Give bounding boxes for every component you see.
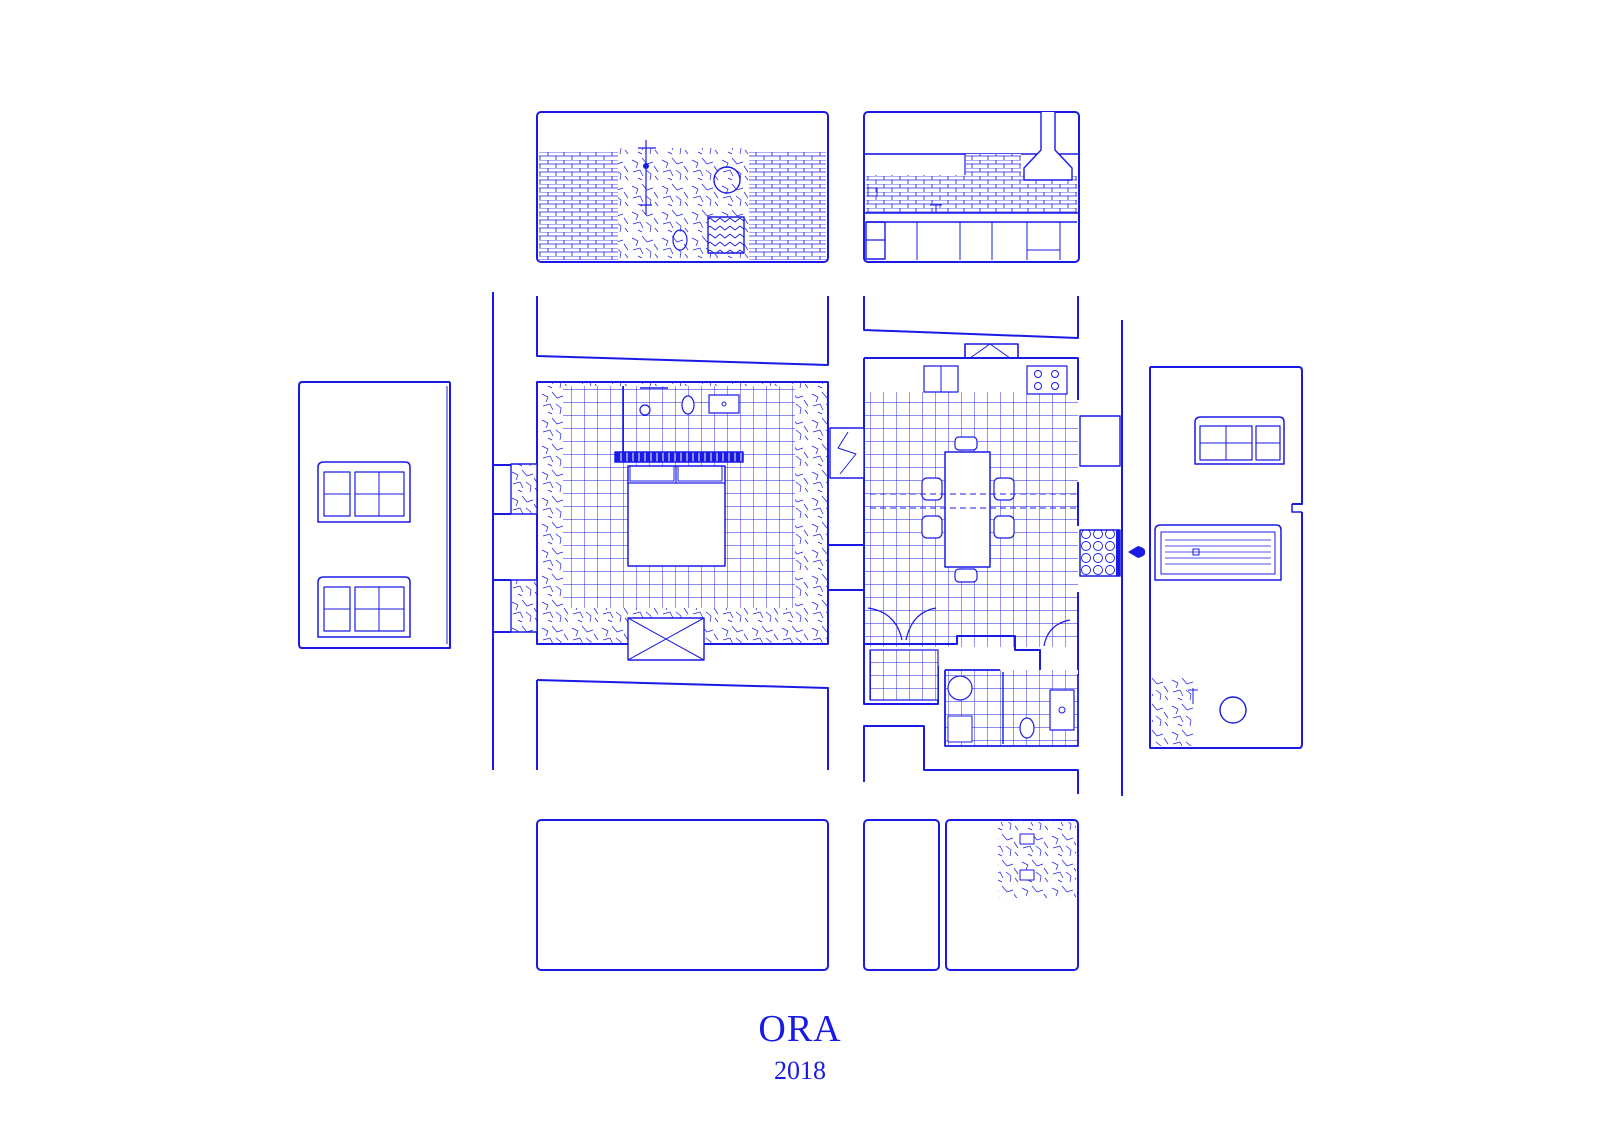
elevation-left-facade [298, 381, 451, 649]
elevation-kitchen-wall [863, 111, 1080, 263]
project-title: ORA [758, 1008, 842, 1050]
plan-bathroom [944, 669, 1079, 747]
plan-kitchen-living [829, 343, 1121, 705]
elevation-bottom-walls [536, 819, 1079, 971]
plan-bedroom [510, 381, 829, 661]
heart-icon [1128, 546, 1146, 558]
elevation-right-facade [1149, 366, 1303, 749]
section-lines [492, 292, 1123, 796]
elevation-bedroom-wall [536, 111, 829, 263]
project-year: 2018 [774, 1056, 826, 1085]
